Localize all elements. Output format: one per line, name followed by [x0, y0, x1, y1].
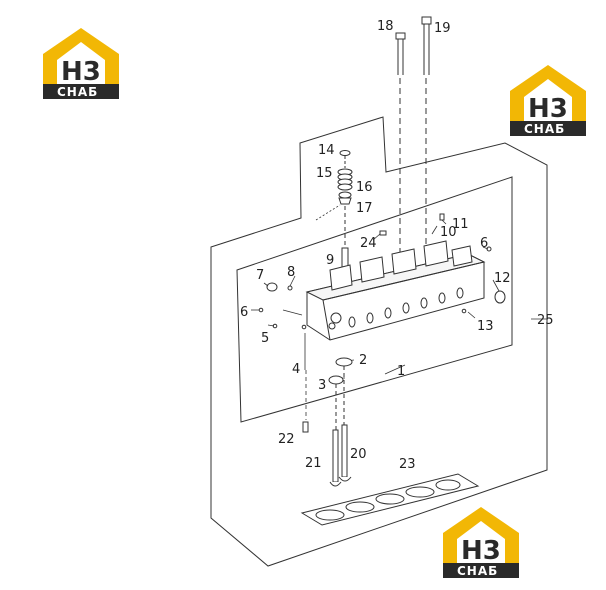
callout-5: 5 [261, 331, 269, 346]
cylinder-head [258, 213, 506, 341]
logo-mark: H3 [528, 94, 568, 124]
brand-logo-top-left: H3 СНАБ [43, 28, 119, 99]
lower-parts [300, 357, 480, 526]
callout-11: 11 [452, 217, 469, 232]
callout-15: 15 [316, 166, 333, 181]
callout-6-right: 6 [480, 236, 488, 251]
callout-8: 8 [287, 265, 295, 280]
callout-12: 12 [494, 271, 511, 286]
callout-24: 24 [360, 236, 377, 251]
head-bolts [395, 16, 432, 252]
logo-caption: СНАБ [57, 85, 98, 99]
brand-logo-top-right: H3 СНАБ [510, 65, 586, 136]
kit-outline-25 [210, 116, 548, 567]
logo-mark: H3 [61, 57, 101, 87]
callout-14: 14 [318, 143, 335, 158]
callout-23: 23 [399, 457, 416, 472]
callout-2: 2 [359, 353, 367, 368]
logo-mark: H3 [461, 536, 501, 566]
brand-logo-bottom-right: H3 СНАБ [443, 507, 519, 578]
callout-25: 25 [537, 313, 554, 328]
callout-13: 13 [477, 319, 494, 334]
callout-labels: 1 2 3 4 5 6 6 7 8 9 10 11 12 13 14 15 16… [240, 19, 554, 472]
callout-22: 22 [278, 432, 295, 447]
logo-caption: СНАБ [524, 122, 565, 136]
callout-7: 7 [256, 268, 264, 283]
assembly-outline-1 [236, 176, 513, 423]
callout-3: 3 [318, 378, 326, 393]
valve-spring-stack [337, 150, 353, 282]
callout-6-left: 6 [240, 305, 248, 320]
callout-18: 18 [377, 19, 394, 34]
callout-16: 16 [356, 180, 373, 195]
callout-9: 9 [326, 253, 334, 268]
callout-21: 21 [305, 456, 322, 471]
callout-10: 10 [440, 225, 457, 240]
callout-4: 4 [292, 362, 300, 377]
callout-17: 17 [356, 201, 373, 216]
callout-20: 20 [350, 447, 367, 462]
logo-caption: СНАБ [457, 564, 498, 578]
callout-1: 1 [397, 364, 405, 379]
callout-19: 19 [434, 21, 451, 36]
